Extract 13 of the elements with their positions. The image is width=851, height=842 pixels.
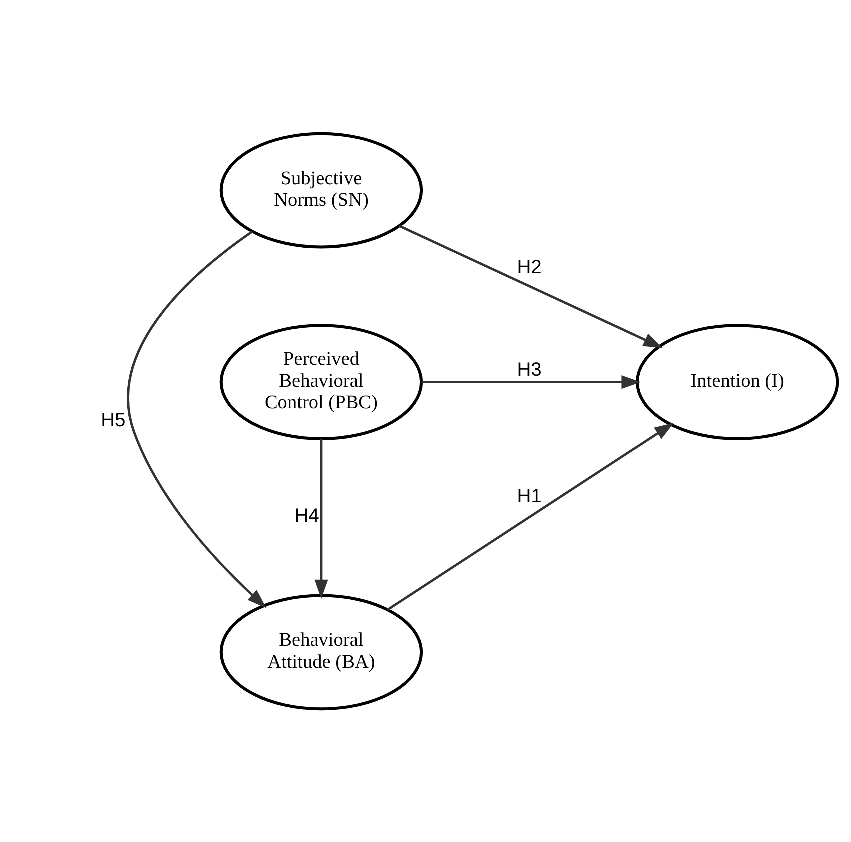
arrow: [127, 230, 267, 608]
node-ellipse: Perceived Behavioral Control (PBC): [220, 324, 424, 440]
node-ellipse: Behavioral Attitude (BA): [220, 594, 424, 710]
arrow: [387, 422, 674, 610]
edge-label: H2: [517, 257, 542, 278]
arrow: [399, 224, 663, 348]
node-ellipse: Subjective Norms (SN): [220, 132, 424, 248]
edge-label: H1: [517, 486, 542, 508]
edge-label: H5: [101, 410, 126, 432]
arrow: [314, 438, 328, 599]
edge-label: H4: [294, 505, 320, 526]
edge-label: H3: [517, 360, 542, 381]
arrow: [422, 375, 642, 389]
